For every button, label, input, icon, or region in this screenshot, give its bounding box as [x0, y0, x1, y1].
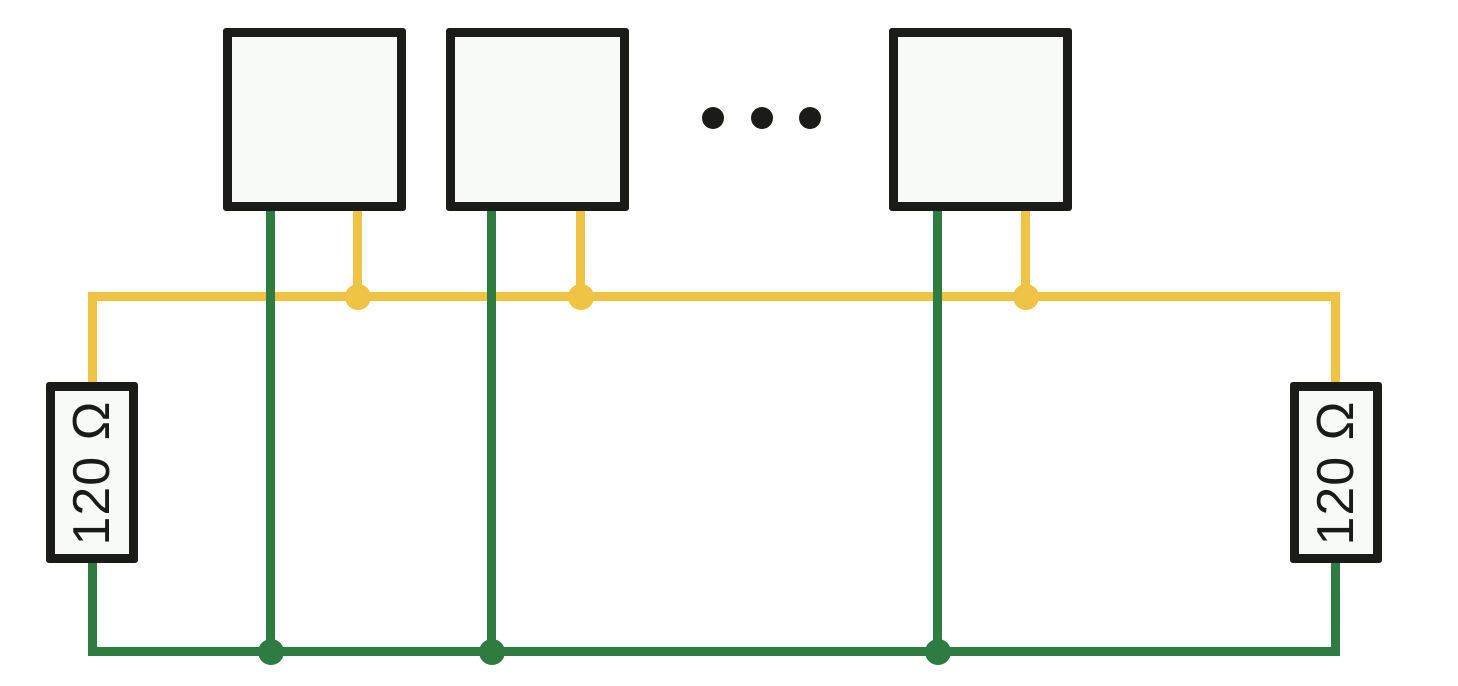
bus-node-2 [446, 28, 629, 211]
node-n-high-pin-wire [1021, 205, 1030, 301]
termination-resistor-right: 120 Ω [1290, 382, 1382, 563]
node-n-low-pin-wire [933, 205, 942, 656]
low-bus-line [88, 647, 1340, 656]
resistor-value-label: 120 Ω [63, 399, 121, 546]
termination-resistor-left: 120 Ω [46, 382, 138, 563]
low-bus-junction-dot [925, 639, 951, 665]
resistor-value-label: 120 Ω [1307, 399, 1365, 546]
bus-node-n [889, 28, 1072, 211]
low-bus-junction-dot [258, 639, 284, 665]
low-bus-left-rise-wire [88, 556, 97, 656]
node-1-low-pin-wire [266, 205, 275, 656]
high-bus-right-drop-wire [1331, 292, 1340, 388]
node-2-low-pin-wire [487, 205, 496, 656]
high-bus-line [88, 292, 1340, 301]
ellipsis-dot [799, 107, 821, 129]
high-bus-junction-dot [1013, 284, 1039, 310]
bus-node-1 [223, 28, 406, 211]
low-bus-right-rise-wire [1331, 556, 1340, 656]
node-1-high-pin-wire [353, 205, 362, 301]
ellipsis-dot [751, 107, 773, 129]
high-bus-junction-dot [568, 284, 594, 310]
node-2-high-pin-wire [576, 205, 585, 301]
low-bus-junction-dot [479, 639, 505, 665]
high-bus-left-drop-wire [88, 292, 97, 388]
high-bus-junction-dot [345, 284, 371, 310]
ellipsis-dot [702, 107, 724, 129]
